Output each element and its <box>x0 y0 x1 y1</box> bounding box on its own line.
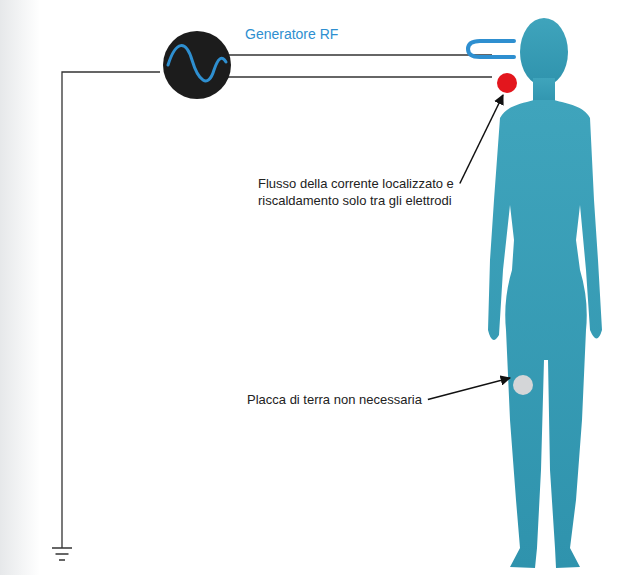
callout-text: Flusso della corrente localizzato e risc… <box>258 175 458 209</box>
heating-spot <box>497 73 517 93</box>
body-silhouette <box>488 18 602 568</box>
leader-line <box>428 378 510 400</box>
ground-symbol <box>52 548 72 560</box>
bipolar-forceps <box>468 41 514 57</box>
forceps-inner <box>473 45 514 53</box>
ground-pad-spot <box>513 375 533 395</box>
leader-line <box>460 95 503 184</box>
callout-text: Placca di terra non necessaria <box>247 391 422 408</box>
rf-generator <box>163 31 231 99</box>
generator-label: Generatore RF <box>245 26 338 43</box>
electrode-cable <box>225 55 492 77</box>
ground-wire <box>62 72 160 548</box>
background-strip <box>0 0 40 575</box>
sine-wave <box>168 46 226 81</box>
